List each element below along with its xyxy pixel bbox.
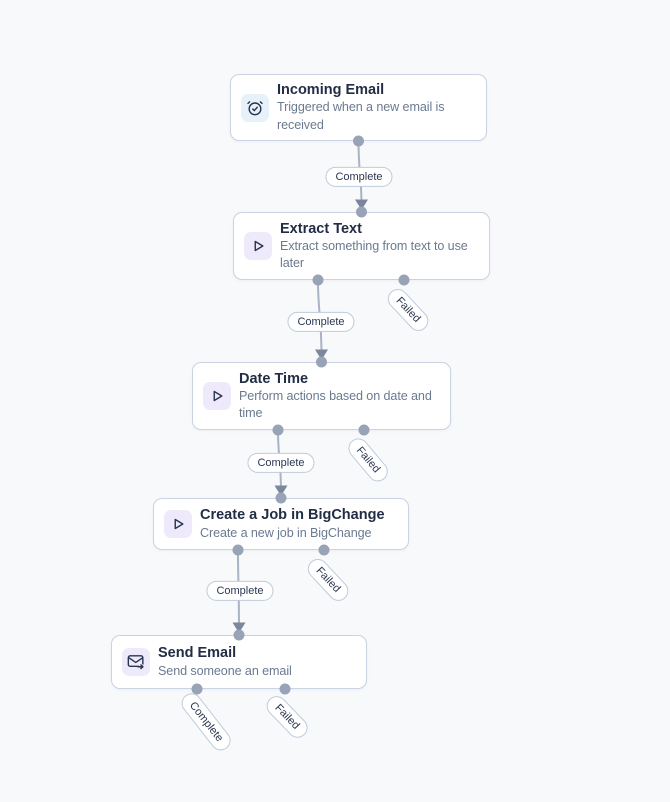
- node-date-time[interactable]: Date Time Perform actions based on date …: [192, 362, 451, 430]
- mail-send-icon: [122, 648, 150, 676]
- edge-label-failed[interactable]: Failed: [262, 691, 312, 743]
- arrowhead-icon: [315, 349, 328, 360]
- alarm-clock-check-icon: [241, 93, 269, 122]
- node-subtitle: Send someone an email: [158, 663, 292, 678]
- arrowhead-icon: [232, 622, 246, 633]
- play-icon: [164, 510, 192, 538]
- play-icon: [203, 382, 231, 410]
- node-title: Extract Text: [280, 220, 362, 237]
- edge-label-failed[interactable]: Failed: [303, 554, 353, 606]
- arrowhead-icon: [274, 485, 288, 496]
- node-title: Create a Job in BigChange: [200, 507, 385, 524]
- edge-label-complete[interactable]: Complete: [325, 166, 393, 188]
- node-create-job-bigchange[interactable]: Create a Job in BigChange Create a new j…: [153, 498, 409, 550]
- edge-label-complete[interactable]: Complete: [247, 452, 315, 474]
- node-title: Send Email: [158, 645, 237, 662]
- edge-label-complete[interactable]: Complete: [287, 311, 355, 333]
- edge-label-complete[interactable]: Complete: [206, 580, 274, 602]
- node-subtitle: Triggered when a new email is received: [277, 100, 445, 132]
- edge-label-complete[interactable]: Complete: [177, 689, 235, 755]
- node-extract-text[interactable]: Extract Text Extract something from text…: [233, 212, 490, 280]
- play-icon: [244, 232, 272, 260]
- node-subtitle: Create a new job in BigChange: [200, 525, 372, 540]
- node-send-email[interactable]: Send Email Send someone an email: [111, 635, 367, 689]
- node-subtitle: Perform actions based on date and time: [239, 388, 432, 421]
- node-title: Incoming Email: [277, 82, 385, 99]
- edge-label-failed[interactable]: Failed: [383, 284, 433, 336]
- node-title: Date Time: [239, 370, 309, 387]
- edge-label-failed[interactable]: Failed: [344, 434, 392, 486]
- node-subtitle: Extract something from text to use later: [280, 238, 468, 271]
- arrowhead-icon: [355, 199, 368, 210]
- node-incoming-email[interactable]: Incoming Email Triggered when a new emai…: [230, 74, 487, 141]
